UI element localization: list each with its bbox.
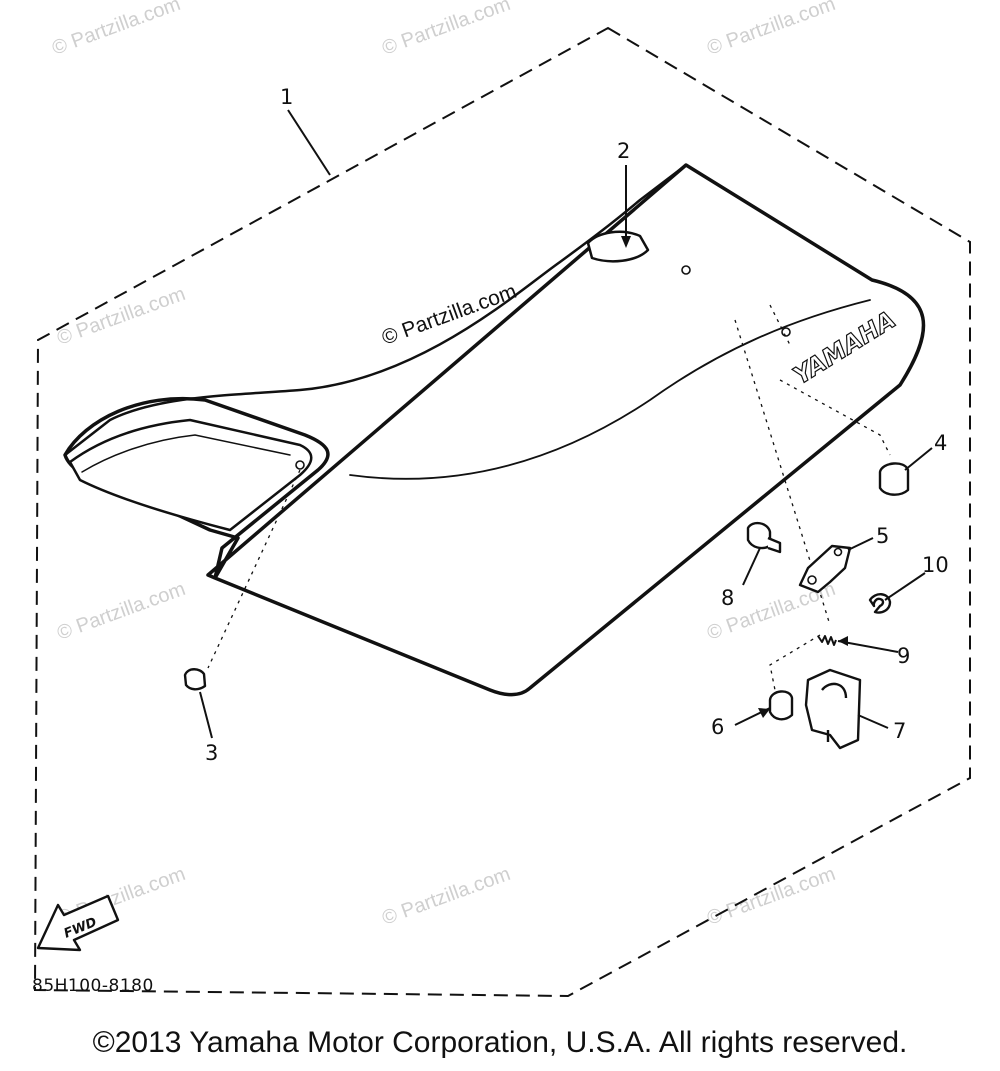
callout-6: 6: [711, 715, 724, 739]
forward-arrow: FWD: [36, 894, 120, 952]
part-4-damper: [878, 462, 910, 496]
callout-1: 1: [280, 85, 293, 109]
callout-2: 2: [617, 139, 630, 163]
callout-8: 8: [721, 586, 734, 610]
watermark: © Partzilla.com: [49, 0, 183, 60]
part-6-collar: [768, 690, 794, 721]
callout-10: 10: [922, 553, 949, 577]
part-5-bracket: [798, 544, 852, 594]
part-9-spring: [817, 635, 837, 646]
callout-5: 5: [876, 524, 889, 548]
watermark: © Partzilla.com: [379, 0, 513, 60]
watermark: © Partzilla.com: [54, 578, 188, 645]
callout-9: 9: [897, 644, 910, 668]
seat-mount-hole: [295, 460, 305, 470]
fwd-arrow-icon: [36, 894, 120, 952]
seat-assembly: [63, 163, 926, 697]
seat-tail-pocket-inner: [81, 434, 291, 473]
seat-front-hump: [586, 230, 650, 263]
copyright-notice: ©2013 Yamaha Motor Corporation, U.S.A. A…: [92, 1026, 908, 1059]
watermark: © Partzilla.com: [704, 0, 838, 60]
part-10-clip: [868, 593, 892, 614]
watermark: © Partzilla.com: [379, 863, 513, 930]
callout-3: 3: [205, 741, 218, 765]
callout-numbers: 1 2 3 4 5 6 7 8 9 10: [205, 85, 949, 765]
watermark: © Partzilla.com: [704, 863, 838, 930]
callout-4: 4: [934, 431, 947, 455]
callout-arrowheads: [621, 236, 848, 718]
parts-diagram: © Partzilla.com © Partzilla.com © Partzi…: [33, 0, 971, 998]
watermark: © Partzilla.com: [54, 283, 188, 350]
part-7-lock: [804, 668, 862, 750]
assembly-boundary: [33, 26, 971, 998]
diagram-code: 85H100-8180: [32, 976, 154, 996]
part-8-bolt: [746, 521, 782, 554]
seat-mount-hole: [681, 265, 691, 275]
seat-ridge-line: [349, 299, 871, 480]
callout-7: 7: [893, 719, 906, 743]
part-3-grommet: [183, 668, 207, 691]
